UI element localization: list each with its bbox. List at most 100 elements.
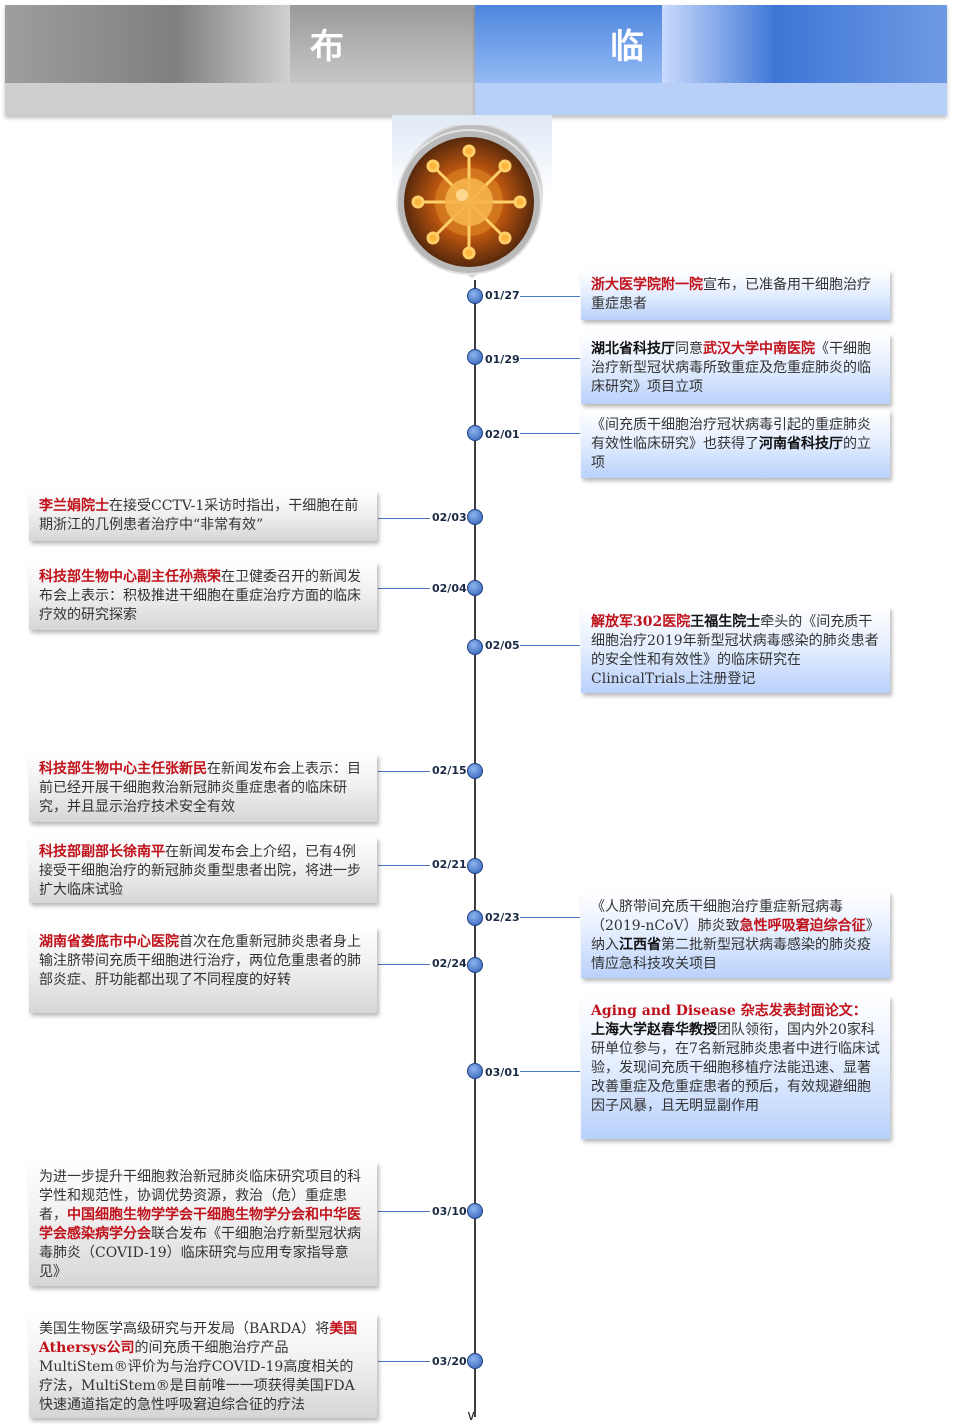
event-org: 湖南省娄底市中心医院 [39,934,179,950]
connector-line [520,296,580,297]
header-left-panel: 布 [5,5,475,115]
event-date: 02/04 [432,582,467,595]
event-card-0223: 《人脐带间充质干细胞治疗重症新冠病毒（2019-nCoV）肺炎致急性呼吸窘迫综合… [581,892,890,978]
event-text: 的立项 [591,436,871,471]
timeline-dot [467,425,483,441]
event-card-0215: 科技部生物中心主任张新民在新闻发布会上表示：目前已经开展干细胞救治新冠肺炎重症患… [29,754,377,822]
connector-line [378,518,430,519]
event-card-0204: 科技部生物中心副主任孙燕荣在卫健委召开的新闻发布会上表示：积极推进干细胞在重症治… [29,562,377,630]
connector-line [378,865,430,866]
event-org: 江西省 [619,937,661,953]
event-date: 03/01 [485,1066,520,1079]
event-text: 《间充质干细胞治疗冠状病毒引起的重症肺炎有效性临床研究》也获得了 [591,417,871,452]
event-date: 02/05 [485,639,520,652]
event-person: 上海大学赵春华教授 [591,1022,717,1038]
event-org: 武汉大学中南医院 [703,341,815,357]
event-text: 宣布，已准备用干细胞治疗重症患者 [591,277,871,312]
event-text: 同意 [675,341,703,357]
timeline-dot [467,349,483,365]
event-card-0129: 湖北省科技厅同意武汉大学中南医院《干细胞治疗新型冠状病毒所致重症及危重症肺炎的临… [581,334,890,404]
event-card-0205: 解放军302医院王福生院士牵头的《间充质干细胞治疗2019年新型冠状病毒感染的肺… [581,607,890,693]
timeline-axis [474,280,476,1417]
event-person: 李兰娟院士 [39,498,109,514]
event-text: 第二批新型冠状病毒感染的肺炎疫情应急科技攻关项目 [591,937,871,972]
event-text: 首次在危重新冠肺炎患者身上输注脐带间充质干细胞进行治疗，两位危重患者的肺部炎症、… [39,934,361,988]
event-date: 02/01 [485,428,520,441]
event-date: 03/20 [432,1355,467,1368]
event-card-0221: 科技部副部长徐南平在新闻发布会上介绍，已有4例接受干细胞治疗的新冠肺炎重型患者出… [29,837,377,903]
event-text: 团队领衔，国内外20家科研单位参与，在7名新冠肺炎患者中进行临床试验，发现间充质… [591,1022,880,1114]
axis-arrow-icon: ∨ [466,1408,477,1424]
timeline-dot [467,1203,483,1219]
event-text: 在接受CCTV-1采访时指出，干细胞在前期浙江的几例患者治疗中“非常有效” [39,498,359,533]
event-person: 王福生院士 [690,614,761,630]
event-text: 联合发布《干细胞治疗新型冠状病毒肺炎（COVID-19）临床研究与应用专家指导意… [39,1226,361,1280]
event-org: 中国细胞生物学学会干细胞生物学分会和中华医学会感染病学分会 [39,1207,361,1242]
event-date: 03/10 [432,1205,467,1218]
connector-line [520,358,580,359]
connector-line [378,964,430,965]
timeline-dot [467,580,483,596]
event-text: 牵头的《间充质干细胞治疗2019年新型冠状病毒感染的肺炎患者的安全性和有效性》的… [591,614,879,687]
timeline-dot [467,763,483,779]
header-left-title: 布 [310,27,344,67]
event-text: 的间充质干细胞治疗产品MultiStem®评价为与治疗COVID-19高度相关的… [39,1340,355,1413]
event-text: 在新闻发布会上表示：目前已经开展干细胞救治新冠肺炎重症患者的临床研究，并且显示治… [39,761,361,815]
connector-line [520,917,580,918]
timeline-dot [467,1063,483,1079]
event-date: 02/21 [432,858,467,871]
coronavirus-image [404,137,534,267]
virus-icon [392,115,552,285]
header-left-band [5,83,475,115]
connector-line [520,1071,580,1072]
event-date: 02/03 [432,511,467,524]
timeline-dot [467,858,483,874]
event-person: 科技部生物中心副主任孙燕荣 [39,569,221,585]
event-text: 在新闻发布会上介绍，已有4例接受干细胞治疗的新冠肺炎重型患者出院，将进一步扩大临… [39,844,361,898]
connector-line [378,771,430,772]
timeline-dot [467,1353,483,1369]
event-text: 《人脐带间充质干细胞治疗重症新冠病毒（2019-nCoV）肺炎致 [591,899,843,934]
event-text: 》纳入 [591,918,880,953]
header-left-shade [5,5,290,83]
connector-line [378,588,430,589]
timeline-dot [467,639,483,655]
event-org: 美国Athersys公司 [39,1321,358,1356]
connector-line [378,1211,430,1212]
header-right-shade [662,5,947,83]
event-date: 02/23 [485,911,520,924]
header-right-title: 临 [610,27,644,67]
event-date: 02/15 [432,764,467,777]
connector-line [378,1361,430,1362]
event-org: 浙大医学院附一院 [591,277,703,293]
event-card-0224: 湖南省娄底市中心医院首次在危重新冠肺炎患者身上输注脐带间充质干细胞进行治疗，两位… [29,927,377,1013]
event-card-0320: 美国生物医学高级研究与开发局（BARDA）将美国Athersys公司的间充质干细… [29,1314,377,1418]
event-text: 《干细胞治疗新型冠状病毒所致重症及危重症肺炎的临床研究》项目立项 [591,341,871,395]
event-text: 美国生物医学高级研究与开发局（BARDA）将 [39,1321,330,1337]
event-card-0201: 《间充质干细胞治疗冠状病毒引起的重症肺炎有效性临床研究》也获得了河南省科技厅的立… [581,410,890,478]
header-right-band [475,83,947,115]
event-text: 在卫健委召开的新闻发布会上表示：积极推进干细胞在重症治疗方面的临床疗效的研究探索 [39,569,361,623]
event-date: 02/24 [432,957,467,970]
event-card-0127: 浙大医学院附一院宣布，已准备用干细胞治疗重症患者 [581,270,890,320]
timeline-dot [467,509,483,525]
event-person: 科技部生物中心主任张新民 [39,761,207,777]
event-org: 湖北省科技厅 [591,341,675,357]
event-org: 解放军302医院 [591,614,691,630]
header-right-panel: 临 [475,5,947,115]
event-highlight: 急性呼吸窘迫综合征 [739,918,866,934]
event-journal: Aging and Disease 杂志发表封面论文： [591,1003,867,1019]
event-card-0310: 为进一步提升干细胞救治新冠肺炎临床研究项目的科学性和规范性，协调优势资源，救治（… [29,1162,377,1286]
event-card-0203: 李兰娟院士在接受CCTV-1采访时指出，干细胞在前期浙江的几例患者治疗中“非常有… [29,491,377,541]
event-date: 01/29 [485,353,520,366]
event-org: 河南省科技厅 [759,436,843,452]
timeline-dot [467,957,483,973]
event-date: 01/27 [485,289,520,302]
event-text: 为进一步提升干细胞救治新冠肺炎临床研究项目的科学性和规范性，协调优势资源，救治（… [39,1169,361,1223]
timeline-dot [467,288,483,304]
coronavirus-spikes-icon [411,144,527,260]
connector-line [520,433,580,434]
event-card-0301: Aging and Disease 杂志发表封面论文： 上海大学赵春华教授团队领衔… [581,996,890,1139]
event-person: 科技部副部长徐南平 [39,844,165,860]
connector-line [520,645,580,646]
